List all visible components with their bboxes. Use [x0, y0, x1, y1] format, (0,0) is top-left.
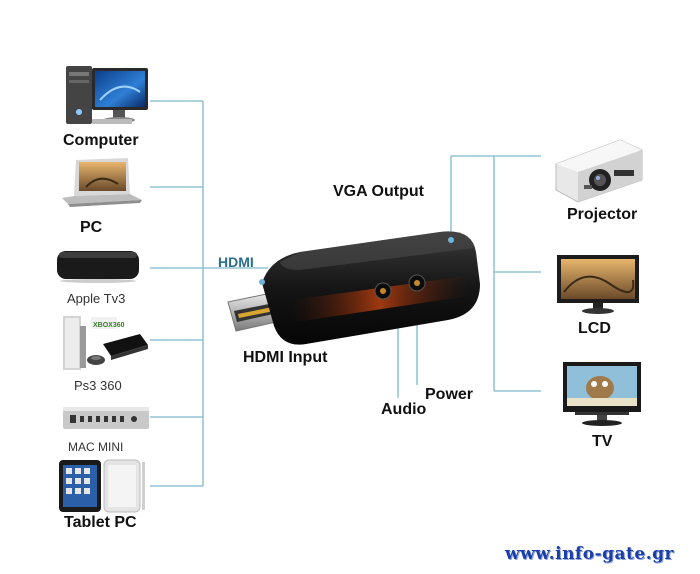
- svg-text:XBOX360: XBOX360: [93, 322, 125, 329]
- left-connector-lines: [150, 100, 268, 487]
- label-projector: Projector: [567, 206, 638, 223]
- label-power: Power: [425, 386, 474, 403]
- projector-icon: [555, 139, 643, 203]
- tv-icon: [563, 362, 641, 426]
- audio-port: [374, 282, 392, 300]
- label-tv: TV: [592, 433, 613, 450]
- label-hdmi-input: HDMI Input: [243, 349, 328, 366]
- label-computer: Computer: [63, 132, 139, 149]
- label-mac-mini: MAC MINI: [68, 440, 124, 454]
- desktop-computer-icon: [66, 66, 148, 124]
- label-ps3-360: Ps3 360: [74, 378, 122, 393]
- power-port: [408, 274, 426, 292]
- label-audio: Audio: [381, 401, 427, 418]
- label-pc: PC: [80, 219, 103, 236]
- label-vga-output: VGA Output: [333, 183, 424, 200]
- watermark: www.info-gate.gr: [505, 544, 674, 564]
- label-tablet-pc: Tablet PC: [64, 514, 137, 531]
- hdmi-tag: HDMI: [218, 254, 254, 270]
- label-lcd: LCD: [578, 320, 611, 337]
- laptop-icon: [62, 158, 142, 207]
- apple-tv-icon: [57, 251, 139, 283]
- game-console-icon: XBOX360: [63, 316, 148, 370]
- lcd-monitor-icon: [557, 255, 639, 314]
- tablet-icon: [59, 459, 145, 513]
- mac-mini-icon: [63, 407, 149, 429]
- hdmi-vga-adapter: [227, 231, 480, 345]
- label-apple-tv: Apple Tv3: [67, 291, 126, 306]
